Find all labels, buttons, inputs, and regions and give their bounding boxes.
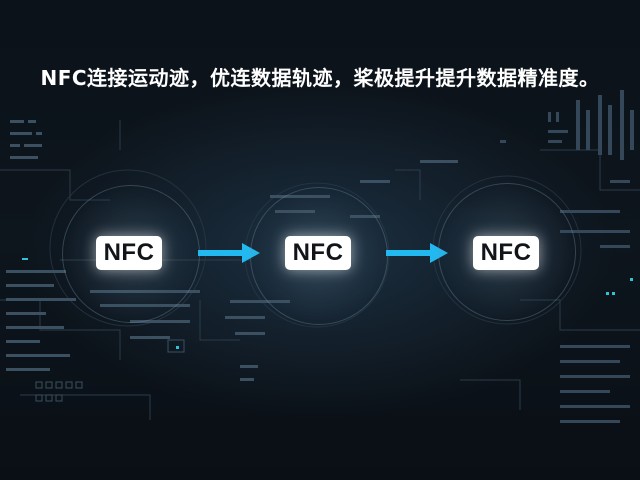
headline-text: NFC连接运动迹，优连数据轨迹，桨极提升提升数据精准度。	[40, 66, 600, 90]
nfc-node-2: NFC	[285, 236, 351, 270]
nfc-node-1: NFC	[96, 236, 162, 270]
nfc-node-3: NFC	[473, 236, 539, 270]
